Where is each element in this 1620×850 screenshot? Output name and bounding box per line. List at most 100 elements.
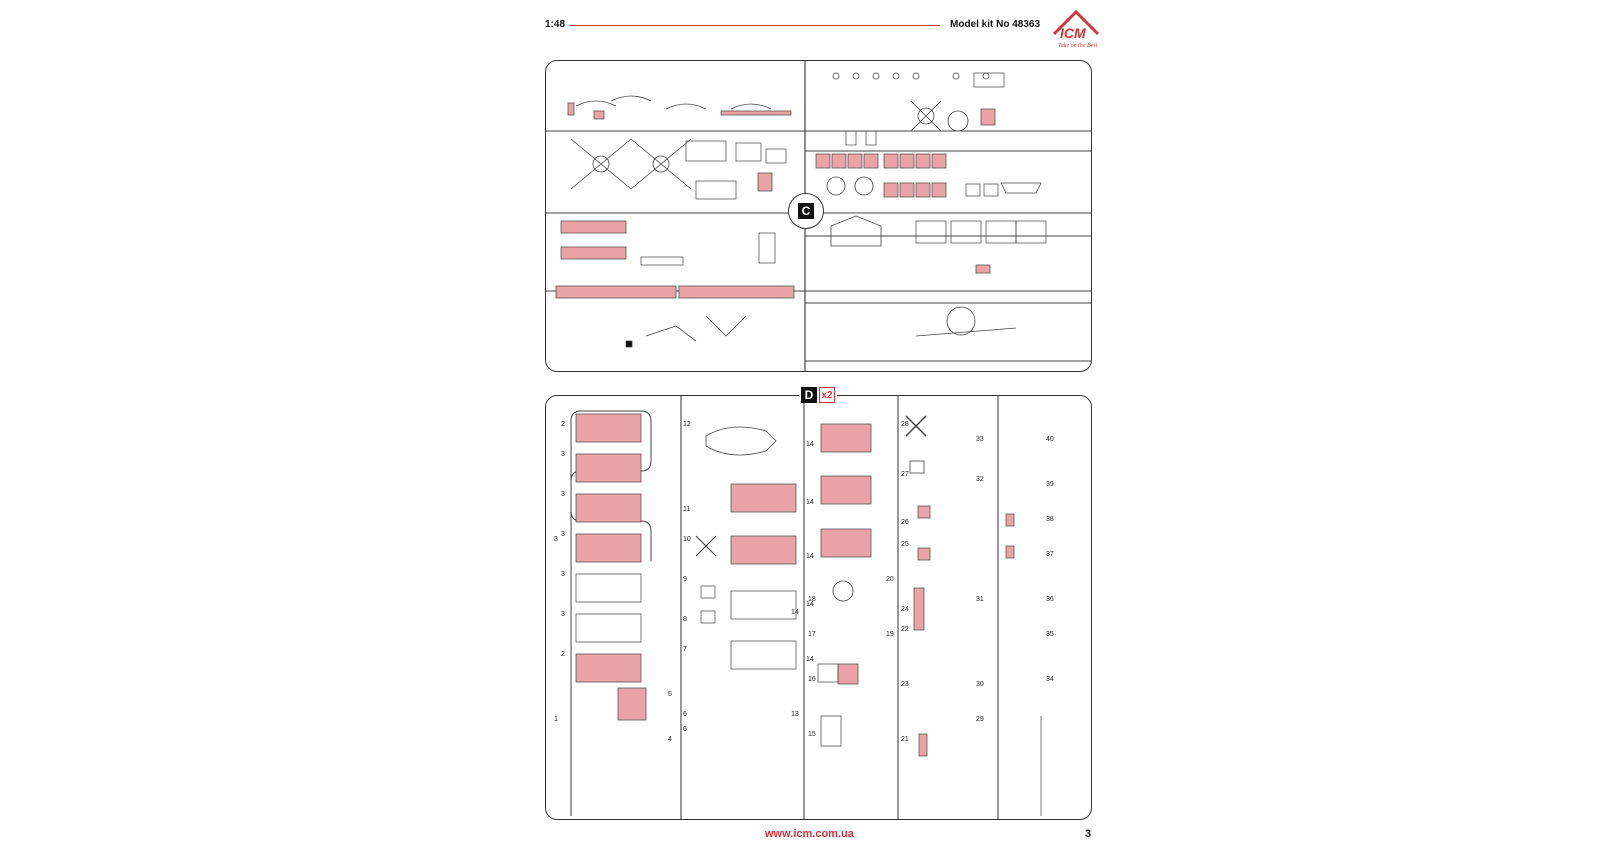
small-round-part <box>852 72 860 80</box>
linkage-part <box>645 325 697 342</box>
part-number-label: 39 <box>1046 481 1054 488</box>
small-round-part <box>892 72 900 80</box>
cross-brace-part <box>905 415 927 437</box>
seat-part <box>575 493 642 523</box>
sprue-d-tag: D x2 <box>799 387 837 403</box>
part-number-label: 40 <box>1046 436 1054 443</box>
highlighted-part <box>567 102 575 116</box>
cockpit-part <box>685 140 727 162</box>
part-number-label: 1 <box>554 716 558 723</box>
footer-url[interactable]: www.icm.com.ua <box>765 828 854 840</box>
part-number-label: 15 <box>808 731 816 738</box>
part-outline <box>1000 182 1042 194</box>
sprue-c-frame: C <box>545 60 1092 372</box>
engine-mount-part <box>570 138 632 190</box>
wheel-part <box>854 176 874 196</box>
wheel-part <box>826 176 846 196</box>
part-number-label: 6 <box>683 711 687 718</box>
highlighted-part <box>560 220 627 234</box>
part-number-label: 13 <box>791 711 799 718</box>
part-number-label: 16 <box>808 676 816 683</box>
wheel-part <box>832 580 854 602</box>
part-number-label: 14 <box>806 656 814 663</box>
part-number-label: 3 <box>561 571 565 578</box>
part-number-label: 14 <box>791 609 799 616</box>
part-number-label: 22 <box>901 626 909 633</box>
part-number-label: 2 <box>561 651 565 658</box>
canopy-frame-part <box>610 95 652 102</box>
part-number-label: 23 <box>901 681 909 688</box>
part-number-label: 26 <box>901 519 909 526</box>
part-number-label: 31 <box>976 596 984 603</box>
sprue-c-parts <box>546 61 1091 371</box>
seat-part <box>575 653 642 683</box>
highlighted-part <box>980 108 996 126</box>
engine-mount-part <box>910 100 942 132</box>
highlighted-part <box>913 587 925 631</box>
cockpit-part <box>695 180 737 200</box>
part-number-label: 25 <box>901 541 909 548</box>
page-number: 3 <box>1085 828 1092 840</box>
icm-logo: ICM Take on the Best <box>1050 9 1102 50</box>
part-number-label: 4 <box>668 736 672 743</box>
seat-part <box>575 413 642 443</box>
wheel-part <box>947 110 969 132</box>
highlighted-part <box>883 182 899 198</box>
highlighted-part <box>815 153 831 169</box>
sprue-c-letter: C <box>798 203 814 219</box>
strut-part <box>915 327 1017 337</box>
highlighted-part <box>899 182 915 198</box>
highlighted-part <box>847 153 863 169</box>
header-rule <box>570 25 940 26</box>
seat-part <box>820 528 872 558</box>
part-number-label: 20 <box>886 576 894 583</box>
gear-door-part <box>830 215 882 247</box>
part-number-label: 3 <box>561 451 565 458</box>
part-number-label: 27 <box>901 471 909 478</box>
engine-mount-part <box>630 138 692 190</box>
part-number-label: 8 <box>683 616 687 623</box>
part-number-label: 3 <box>561 611 565 618</box>
highlighted-part <box>975 264 991 274</box>
part-number-label: 33 <box>976 436 984 443</box>
seat-part <box>730 483 797 513</box>
part-number-label: 9 <box>683 576 687 583</box>
ladder-part <box>820 715 842 747</box>
part-number-label: 35 <box>1046 631 1054 638</box>
part-number-label: 3 <box>554 536 558 543</box>
frame-part <box>909 460 925 474</box>
seat-part <box>575 573 642 603</box>
seat-part <box>845 130 857 146</box>
part-number-label: 10 <box>683 536 691 543</box>
part-number-label: 6 <box>683 726 687 733</box>
grille-part <box>700 610 716 624</box>
highlighted-part <box>931 182 947 198</box>
part-number-label: 14 <box>806 441 814 448</box>
seat-part <box>575 613 642 643</box>
part-number-label: 21 <box>901 736 909 743</box>
part-number-label: 14 <box>806 499 814 506</box>
part-number-label: 2 <box>561 421 565 428</box>
highlighted-part <box>1005 513 1015 527</box>
cross-brace-part <box>695 535 717 557</box>
instrument-panel-part <box>758 232 776 264</box>
fuselage-part <box>705 426 777 456</box>
grille-part <box>700 585 716 599</box>
highlighted-part <box>863 153 879 169</box>
frame-part <box>973 72 1005 88</box>
highlighted-part <box>883 153 899 169</box>
highlighted-part <box>915 153 931 169</box>
highlighted-part <box>917 505 931 519</box>
part-number-label: 5 <box>668 691 672 698</box>
part-outline <box>817 663 839 683</box>
highlighted-part <box>757 172 773 192</box>
part-outline <box>983 183 999 197</box>
instrument-panel-part <box>640 256 684 266</box>
sprue-d-quantity: x2 <box>819 387 835 403</box>
highlighted-part <box>917 547 931 561</box>
svg-text:ICM: ICM <box>1060 25 1086 41</box>
part-number-label: 24 <box>901 606 909 613</box>
radiator-part <box>985 220 1017 244</box>
engine-hub-part <box>652 155 670 173</box>
